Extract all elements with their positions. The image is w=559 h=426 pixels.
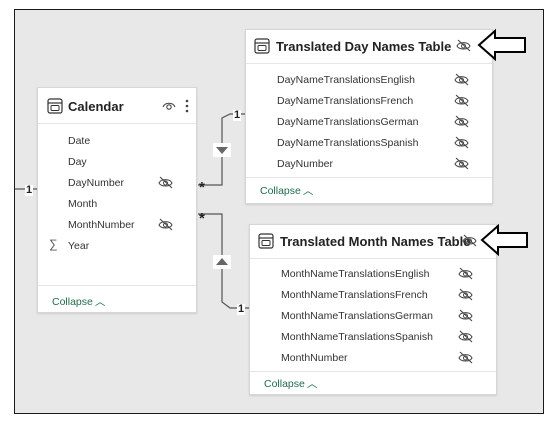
filter-direction-arrow-icon <box>216 147 228 154</box>
field-year[interactable]: Year <box>68 240 90 252</box>
field-day[interactable]: Day <box>68 156 87 168</box>
collapse-label: Collapse <box>260 185 301 197</box>
header-divider <box>250 258 496 259</box>
hidden-icon <box>454 136 469 149</box>
footer-divider <box>38 285 196 286</box>
header-divider <box>38 123 196 124</box>
relationship-many-day: * <box>199 179 205 196</box>
hidden-icon <box>458 288 473 301</box>
relationship-one-left: 1 <box>25 184 34 196</box>
footer-divider <box>246 177 492 178</box>
hidden-icon <box>458 309 473 322</box>
field-date[interactable]: Date <box>68 135 91 147</box>
field-monthnametranslationsfrench[interactable]: MonthNameTranslationsFrench <box>281 289 428 301</box>
chevron-up-icon: ︿ <box>94 296 106 308</box>
field-daynametranslationsenglish[interactable]: DayNameTranslationsEnglish <box>277 74 415 86</box>
collapse-label: Collapse <box>264 378 305 390</box>
footer-divider <box>250 371 496 372</box>
table-icon <box>47 98 63 114</box>
hidden-icon <box>454 157 469 170</box>
month-names-table-title: Translated Month Names Table <box>280 234 471 249</box>
chevron-up-icon: ︿ <box>306 378 318 390</box>
collapse-label: Collapse <box>52 296 93 308</box>
calendar-table-title: Calendar <box>68 99 124 114</box>
relationship-one-month: 1 <box>237 303 246 315</box>
month-names-table-card[interactable]: Translated Month Names Table MonthNameTr… <box>249 224 497 395</box>
hidden-icon <box>458 351 473 364</box>
sigma-icon: ∑ <box>49 237 58 251</box>
hidden-icon <box>454 94 469 107</box>
table-icon <box>258 233 274 249</box>
field-daynumber[interactable]: DayNumber <box>68 177 125 189</box>
day-names-table-card[interactable]: Translated Day Names Table DayNameTransl… <box>245 29 493 204</box>
header-divider <box>246 63 492 64</box>
field-daynametranslationsfrench[interactable]: DayNameTranslationsFrench <box>277 95 414 107</box>
hidden-icon <box>158 176 173 189</box>
calendar-table-card[interactable]: Calendar Date Day DayNumber Month MonthN… <box>37 87 197 313</box>
field-daynametranslationsgerman[interactable]: DayNameTranslationsGerman <box>277 116 419 128</box>
hidden-icon[interactable] <box>456 39 472 52</box>
month-names-table-header[interactable]: Translated Month Names Table <box>250 225 496 259</box>
more-options-icon[interactable] <box>184 98 190 114</box>
field-daynumber[interactable]: DayNumber <box>277 158 334 170</box>
relationship-one-day: 1 <box>233 109 242 121</box>
calendar-table-header[interactable]: Calendar <box>38 88 196 122</box>
hidden-icon <box>458 330 473 343</box>
collapse-link[interactable]: Collapse︿ <box>260 183 313 198</box>
eye-icon[interactable] <box>162 100 176 112</box>
day-names-table-header[interactable]: Translated Day Names Table <box>246 30 492 64</box>
field-monthnametranslationsgerman[interactable]: MonthNameTranslationsGerman <box>281 310 433 322</box>
hidden-icon <box>158 218 173 231</box>
hidden-icon <box>454 73 469 86</box>
day-names-table-title: Translated Day Names Table <box>276 39 452 54</box>
chevron-up-icon: ︿ <box>302 185 314 197</box>
field-monthnametranslationsspanish[interactable]: MonthNameTranslationsSpanish <box>281 331 433 343</box>
filter-direction-arrow-icon <box>216 258 228 265</box>
field-monthnumber[interactable]: MonthNumber <box>281 352 348 364</box>
collapse-link[interactable]: Collapse︿ <box>264 376 317 391</box>
field-monthnumber[interactable]: MonthNumber <box>68 219 135 231</box>
relationship-line-month <box>198 213 249 309</box>
field-daynametranslationsspanish[interactable]: DayNameTranslationsSpanish <box>277 137 419 149</box>
table-icon <box>254 38 270 54</box>
collapse-link[interactable]: Collapse︿ <box>52 294 105 309</box>
hidden-icon[interactable] <box>462 234 478 247</box>
relationship-many-month: * <box>199 210 205 227</box>
hidden-icon <box>458 267 473 280</box>
field-month[interactable]: Month <box>68 198 98 210</box>
field-monthnametranslationsenglish[interactable]: MonthNameTranslationsEnglish <box>281 268 430 280</box>
hidden-icon <box>454 115 469 128</box>
